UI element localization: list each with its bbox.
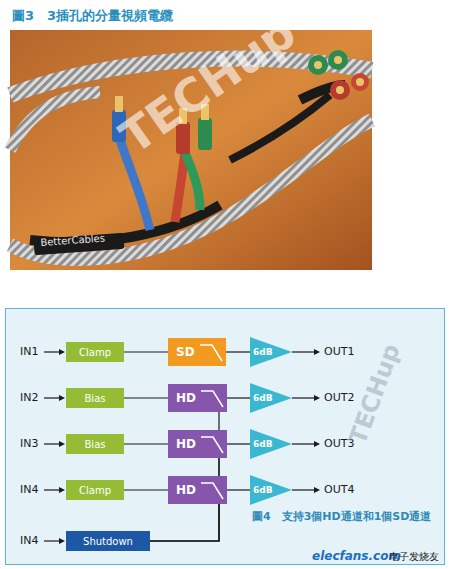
triangle-shape xyxy=(250,475,292,505)
connector-line xyxy=(150,504,219,541)
connector-path xyxy=(227,443,250,444)
triangle-shape xyxy=(250,429,292,459)
output-label: OUT1 xyxy=(324,345,354,358)
filter-symbol xyxy=(198,338,224,366)
input-label: IN3 xyxy=(20,437,38,450)
site-logo-text: 电子发烧友 xyxy=(389,550,439,564)
connector-line xyxy=(124,398,168,399)
filter-block: HD xyxy=(168,430,227,458)
figure-title: 圖3 3插孔的分量視頻電纜 xyxy=(12,7,173,25)
filter-curve xyxy=(201,437,223,453)
gain-label: 6dB xyxy=(253,439,273,449)
block-label: HD xyxy=(176,437,196,451)
input-label: IN4 xyxy=(20,534,38,547)
input-label: IN4 xyxy=(20,483,38,496)
clamp-block: Clamp xyxy=(66,480,124,500)
connector-line xyxy=(226,352,250,353)
block-label: HD xyxy=(176,391,196,405)
connector-line xyxy=(227,398,250,399)
filter-block: SD xyxy=(168,338,226,366)
clamp-block: Clamp xyxy=(66,342,124,362)
input-label: IN1 xyxy=(20,345,38,358)
connector-line xyxy=(227,444,250,445)
connector-path xyxy=(150,504,219,541)
filter-curve xyxy=(200,345,222,361)
figure-caption: 圖4 支持3個HD通道和1個SD通道 xyxy=(252,510,437,524)
bias-block: Bias xyxy=(66,388,124,408)
gain-label: 6dB xyxy=(253,347,273,357)
filter-symbol xyxy=(199,384,225,412)
connector-path xyxy=(227,397,250,398)
connector-path xyxy=(124,397,168,398)
connector-path xyxy=(124,489,168,490)
connector-line xyxy=(227,490,250,491)
amplifier-triangle: 6dB xyxy=(250,383,292,413)
triangle-shape xyxy=(250,337,292,367)
amplifier-triangle: 6dB xyxy=(250,475,292,505)
connector-path xyxy=(124,351,168,352)
connector-path xyxy=(227,489,250,490)
block-label: Bias xyxy=(85,439,106,450)
block-label: SD xyxy=(176,345,195,359)
input-label: IN2 xyxy=(20,391,38,404)
connector-path xyxy=(226,351,250,352)
filter-symbol xyxy=(199,430,225,458)
bias-block: Bias xyxy=(66,434,124,454)
amplifier-triangle: 6dB xyxy=(250,429,292,459)
site-logo: elecfans.com xyxy=(312,549,401,563)
block-label: Clamp xyxy=(79,485,111,496)
triangle-shape xyxy=(250,383,292,413)
output-label: OUT4 xyxy=(324,483,354,496)
filter-block: HD xyxy=(168,476,227,504)
amplifier-triangle: 6dB xyxy=(250,337,292,367)
output-label: OUT2 xyxy=(324,391,354,404)
block-label: Shutdown xyxy=(83,536,133,547)
filter-symbol xyxy=(199,476,225,504)
block-label: Bias xyxy=(85,393,106,404)
gain-label: 6dB xyxy=(253,393,273,403)
block-label: HD xyxy=(176,483,196,497)
filter-curve xyxy=(201,483,223,499)
connector-line xyxy=(124,444,168,445)
filter-block: HD xyxy=(168,384,227,412)
connector-line xyxy=(124,490,168,491)
shutdown-block: Shutdown xyxy=(66,531,150,551)
connector-line xyxy=(124,352,168,353)
gain-label: 6dB xyxy=(253,485,273,495)
filter-curve xyxy=(201,391,223,407)
block-label: Clamp xyxy=(79,347,111,358)
connector-path xyxy=(124,443,168,444)
